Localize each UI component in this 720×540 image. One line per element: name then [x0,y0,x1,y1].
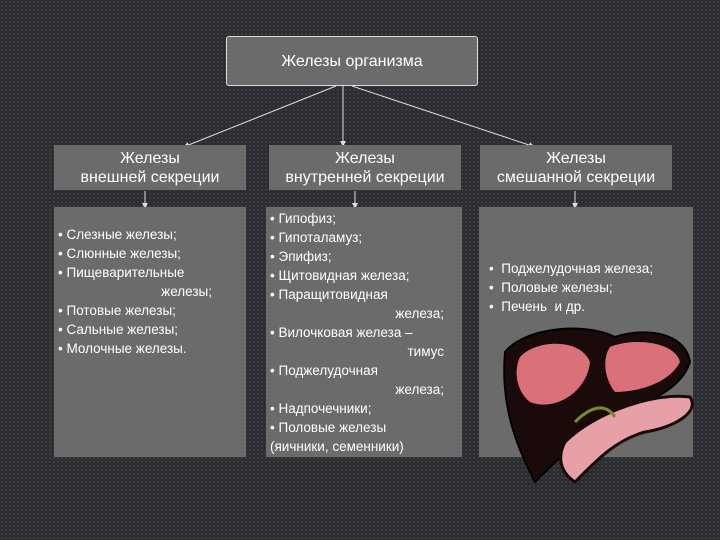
header-line: внутренней секреции [285,169,445,186]
list-item: • Печень и др. [489,299,585,314]
list-item: • Потовые железы; [58,303,176,318]
list-item: • Слезные железы; [58,227,177,242]
arrow-to-mixed [351,85,535,148]
list-item: • Поджелудочная [270,363,378,378]
header-line: смешанной секреции [496,169,656,186]
list-item-cont: тимус [407,344,444,359]
category-header-external: Железы внешней секреции [54,145,246,190]
list-item: • Гипоталамуз; [270,230,363,245]
list-item: • Эпифиз; [270,249,332,264]
list-item: • Молочные железы. [58,341,187,356]
list-item-cont: (яичники, семенники) [270,439,404,454]
title-scroll: Железы организма [226,36,478,86]
list-item: • Половые железы; [489,280,613,295]
list-item: • Поджелудочная железа; [489,261,654,276]
header-line: Железы [335,150,395,167]
category-header-mixed: Железы смешанной секреции [480,145,672,190]
list-item: • Щитовидная железа; [270,268,410,283]
list-item-cont: железа; [395,382,444,397]
internal-glands-list: • Гипофиз; • Гипоталамуз; • Эпифиз; • Щи… [266,207,462,457]
list-item: • Половые железы [270,420,387,435]
list-item: • Вилочковая железа – [270,325,413,340]
liver-pancreas-illustration [503,327,694,484]
list-item-cont: железа; [395,306,444,321]
header-line: внешней секреции [80,169,220,186]
category-header-internal: Железы внутренней секреции [269,145,461,190]
list-item: • Сальные железы; [58,322,179,337]
header-line: Железы [546,150,606,167]
external-glands-list: • Слезные железы; • Слюнные железы; • Пи… [54,207,246,457]
list-item: • Гипофиз; [270,211,336,226]
list-item: • Паращитовидная [270,287,388,302]
list-item: • Слюнные железы; [58,246,181,261]
title-text: Железы организма [281,53,423,70]
list-item-cont: железы; [161,284,212,299]
list-item: • Пищеварительные [58,265,185,280]
arrow-to-external [183,85,337,148]
list-item: • Надпочечники; [270,401,372,416]
header-line: Железы [120,150,180,167]
